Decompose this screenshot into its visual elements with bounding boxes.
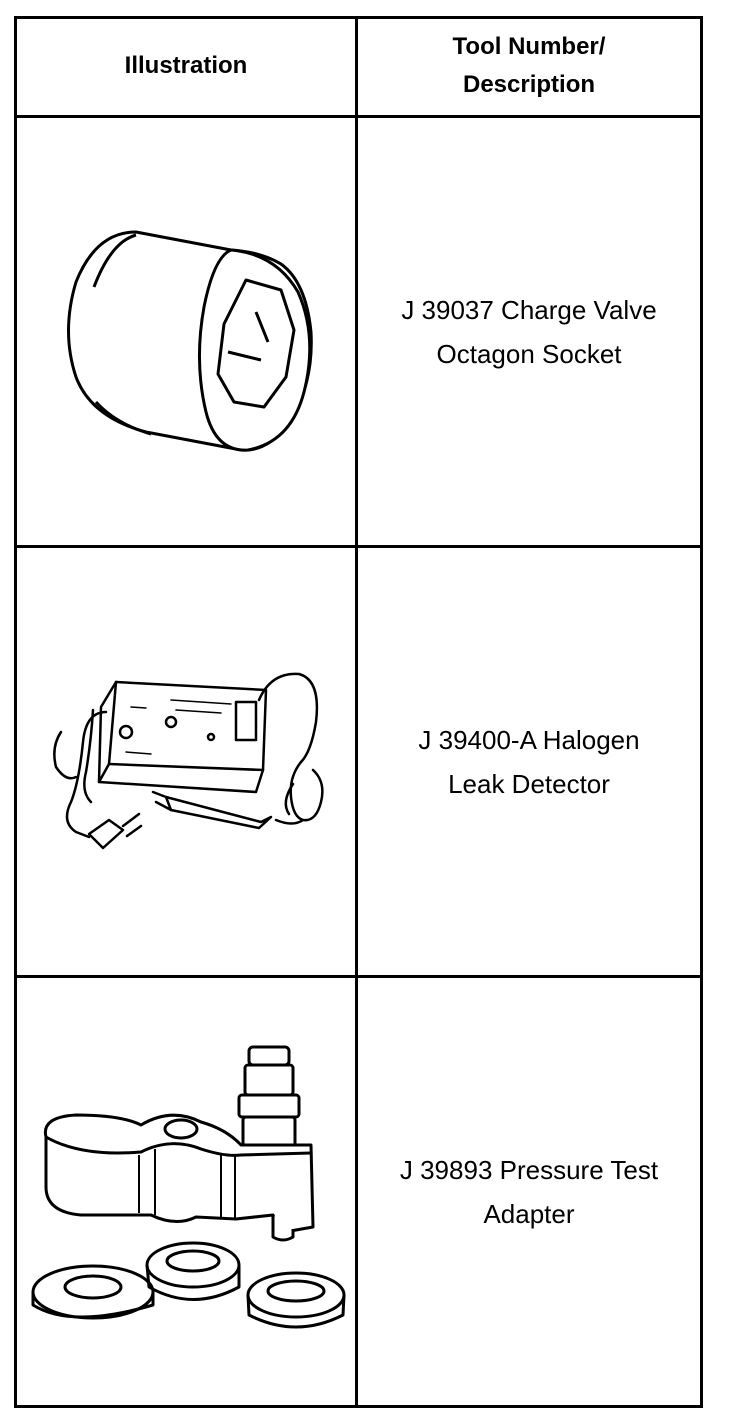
pressure-adapter-icon [31,1045,346,1328]
header-row: Illustration Tool Number/ Description [14,16,703,118]
header-description-line1: Tool Number/ [452,33,606,60]
header-illustration: Illustration [14,16,358,118]
tool-description-line: Adapter [483,1198,575,1229]
table-row: J 39037 Charge Valve Octagon Socket [14,115,703,548]
illustration-cell [14,975,358,1408]
header-description: Tool Number/ Description [355,16,703,118]
illustration-cell [14,545,358,978]
header-illustration-label: Illustration [124,52,248,79]
tool-number-line: J 39400-A Halogen [418,724,640,755]
tool-description-line: Leak Detector [448,768,610,799]
leak-detector-icon [53,672,324,849]
description-cell: J 39037 Charge Valve Octagon Socket [355,115,703,548]
tool-table: Illustration Tool Number/ Description [14,16,703,1408]
description-cell: J 39400-A Halogen Leak Detector [355,545,703,978]
header-description-line2: Description [462,71,596,98]
table-row: J 39400-A Halogen Leak Detector [14,545,703,978]
illustration-cell [14,115,358,548]
description-cell: J 39893 Pressure Test Adapter [355,975,703,1408]
table-row: J 39893 Pressure Test Adapter [14,975,703,1408]
octagon-socket-icon [67,230,313,452]
tool-description-line: Octagon Socket [436,338,622,369]
tool-number-line: J 39037 Charge Valve [401,294,657,325]
tool-number-line: J 39893 Pressure Test [399,1154,659,1185]
